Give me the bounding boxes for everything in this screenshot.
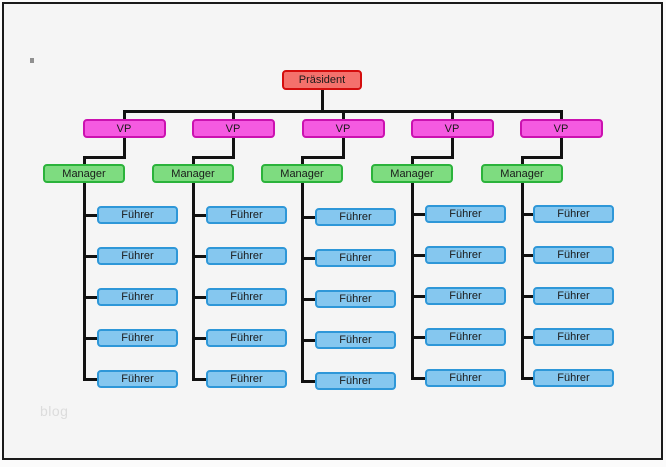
connector-line: [231, 110, 235, 119]
connector-line: [520, 156, 524, 164]
org-box-vp: VP: [301, 119, 385, 138]
connector-line: [122, 110, 126, 119]
org-box-manager: Manager: [481, 164, 563, 183]
connector-line: [82, 156, 126, 159]
connector-line: [520, 183, 524, 380]
connector-line: [84, 336, 97, 340]
connector-line: [520, 156, 563, 159]
connector-line: [302, 338, 315, 342]
connector-line: [412, 376, 425, 380]
org-box-leader: Führer: [425, 246, 506, 264]
org-box-vp: VP: [410, 119, 494, 138]
org-box-manager: Manager: [371, 164, 453, 183]
connector-line: [559, 110, 563, 119]
connector-line: [341, 138, 345, 159]
connector-line: [300, 156, 304, 164]
connector-line: [302, 215, 315, 219]
connector-line: [522, 253, 533, 257]
org-box-leader: Führer: [533, 246, 614, 264]
org-box-leader: Führer: [315, 249, 396, 267]
connector-line: [412, 335, 425, 339]
connector-line: [300, 183, 304, 383]
connector-line: [191, 156, 195, 164]
org-box-leader: Führer: [533, 369, 614, 387]
org-box-leader: Führer: [425, 205, 506, 223]
org-box-leader: Führer: [97, 247, 178, 265]
org-box-leader: Führer: [97, 206, 178, 224]
connector-line: [410, 183, 414, 380]
org-box-president: Präsident: [282, 70, 362, 90]
org-box-leader: Führer: [206, 329, 287, 347]
connector-line: [84, 254, 97, 258]
org-box-vp: VP: [82, 119, 166, 138]
connector-line: [193, 213, 206, 217]
org-box-leader: Führer: [206, 206, 287, 224]
connector-line: [341, 110, 345, 119]
connector-line: [302, 297, 315, 301]
connector-line: [412, 294, 425, 298]
org-box-leader: Führer: [533, 328, 614, 346]
connector-line: [191, 183, 195, 381]
connector-line: [522, 376, 533, 380]
org-box-leader: Führer: [206, 288, 287, 306]
org-box-leader: Führer: [533, 205, 614, 223]
org-box-manager: Manager: [152, 164, 234, 183]
connector-line: [193, 254, 206, 258]
org-box-leader: Führer: [97, 288, 178, 306]
connector-line: [412, 253, 425, 257]
connector-line: [410, 156, 414, 164]
org-box-leader: Führer: [206, 247, 287, 265]
org-box-leader: Führer: [425, 369, 506, 387]
connector-line: [193, 336, 206, 340]
org-box-manager: Manager: [43, 164, 125, 183]
watermark-text: blog: [40, 403, 69, 419]
connector-line: [84, 377, 97, 381]
org-box-leader: Führer: [533, 287, 614, 305]
org-box-leader: Führer: [97, 329, 178, 347]
connector-line: [191, 156, 235, 159]
connector-line: [450, 138, 454, 159]
connector-line: [193, 377, 206, 381]
connector-line: [193, 295, 206, 299]
org-box-leader: Führer: [425, 287, 506, 305]
org-box-vp: VP: [191, 119, 275, 138]
connector-line: [450, 110, 454, 119]
connector-line: [302, 256, 315, 260]
org-box-leader: Führer: [315, 372, 396, 390]
connector-line: [522, 335, 533, 339]
connector-line: [300, 156, 345, 159]
connector-line: [302, 379, 315, 383]
org-box-leader: Führer: [315, 208, 396, 226]
connector-line: [84, 213, 97, 217]
connector-line: [412, 212, 425, 216]
connector-line: [320, 90, 324, 113]
connector-line: [410, 156, 454, 159]
connector-line: [82, 156, 86, 164]
org-box-leader: Führer: [97, 370, 178, 388]
org-box-leader: Führer: [425, 328, 506, 346]
connector-line: [559, 138, 563, 159]
org-box-vp: VP: [519, 119, 603, 138]
org-box-leader: Führer: [315, 290, 396, 308]
connector-line: [84, 295, 97, 299]
connector-line: [82, 183, 86, 381]
org-box-manager: Manager: [261, 164, 343, 183]
connector-line: [231, 138, 235, 159]
connector-line: [522, 212, 533, 216]
connector-line: [522, 294, 533, 298]
org-box-leader: Führer: [315, 331, 396, 349]
artifact-dot: [30, 58, 34, 63]
org-box-leader: Führer: [206, 370, 287, 388]
connector-line: [122, 138, 126, 159]
